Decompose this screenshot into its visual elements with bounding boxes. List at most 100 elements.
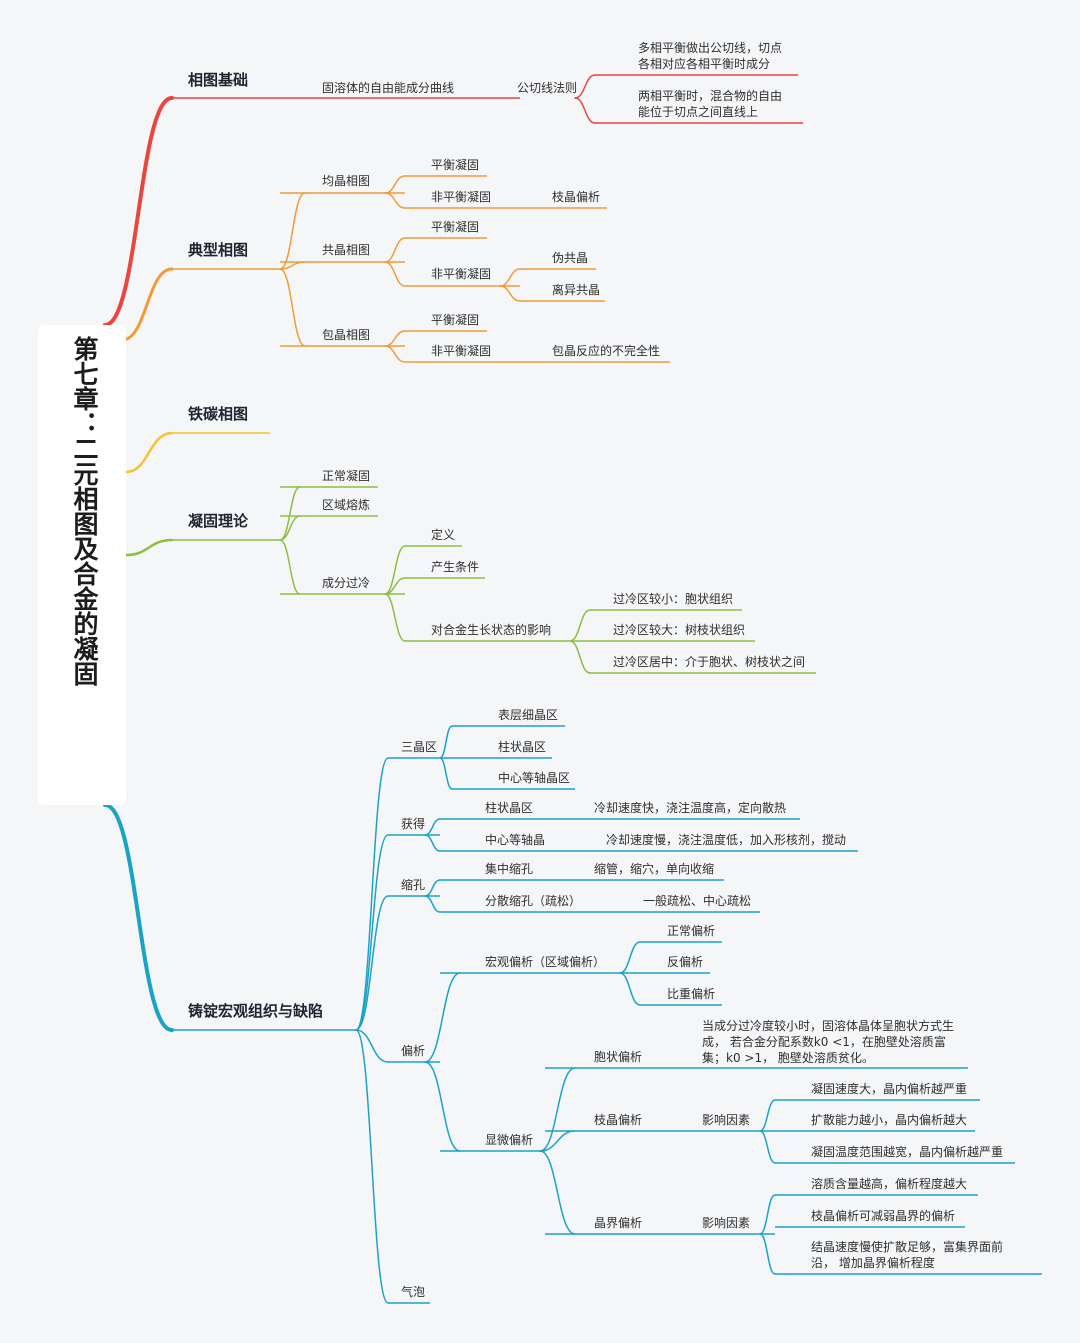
node-b5-4-2-3-1-2[interactable]: 枝晶偏析可减弱晶界的偏析 (811, 1209, 956, 1223)
node-b5-2-1[interactable]: 柱状晶区 (485, 801, 534, 815)
connector-curve-10 (384, 175, 406, 194)
connector-curve-26 (355, 757, 389, 1031)
node-b2-2-2[interactable]: 非平衡凝固 (431, 267, 492, 281)
node-b5-3-1-1[interactable]: 缩管，缩穴，单向收缩 (594, 862, 715, 876)
node-b4-3-2[interactable]: 产生条件 (431, 560, 480, 574)
node-b2-3[interactable]: 包晶相图 (322, 328, 371, 342)
node-b5-4[interactable]: 偏析 (401, 1044, 426, 1058)
connector-curve-17 (384, 345, 406, 363)
connector-curve-3 (124, 538, 174, 557)
connector-curve-9 (279, 268, 306, 347)
connector-curve-0 (103, 96, 174, 327)
node-b4-3-3-2[interactable]: 过冷区较大：树枝状组织 (613, 623, 746, 637)
node-b3[interactable]: 铁碳相图 (188, 405, 249, 423)
connector-curve-15 (499, 285, 521, 302)
node-b5-4-2-2-1-3[interactable]: 凝固温度范围越宽，晶内偏析越严重 (811, 1145, 1004, 1159)
node-b5-3-1[interactable]: 集中缩孔 (485, 862, 534, 876)
connector-curve-28 (355, 895, 389, 1031)
node-b5-4-2-2-1-2[interactable]: 扩散能力越小，晶内偏析越大 (811, 1113, 968, 1127)
node-b5-4-2-3-1[interactable]: 影响因素 (702, 1216, 751, 1230)
node-b2-1-1[interactable]: 平衡凝固 (431, 158, 480, 172)
node-b5-4-2[interactable]: 显微偏析 (485, 1133, 534, 1147)
connector-curve-4 (103, 803, 174, 1032)
node-b2-3-2-1[interactable]: 包晶反应的不完全性 (552, 344, 661, 358)
node-b5-1[interactable]: 三晶区 (401, 740, 438, 754)
node-b5-4-2-2-1-1[interactable]: 凝固速度大，晶内偏析越严重 (811, 1082, 968, 1096)
root-node[interactable] (38, 325, 126, 805)
node-b4-3[interactable]: 成分过冷 (322, 576, 371, 590)
connector-curve-1 (120, 267, 174, 342)
node-b5-1-3[interactable]: 中心等轴晶区 (498, 771, 571, 785)
root-title: 第七章：二元相图及合金的凝固 (70, 336, 99, 686)
node-b5-4-2-1[interactable]: 胞状偏析 (594, 1050, 643, 1064)
connector-curve-25 (569, 640, 591, 674)
node-b5-4-1-3[interactable]: 比重偏析 (667, 987, 716, 1001)
connector-curve-43 (539, 1150, 576, 1235)
connector-curve-44 (759, 1099, 776, 1132)
node-b5-4-1[interactable]: 宏观偏析（区域偏析） (485, 955, 606, 969)
node-b5-2[interactable]: 获得 (401, 817, 426, 831)
connector-curve-41 (539, 1067, 576, 1152)
node-b2-1[interactable]: 均晶相图 (322, 174, 371, 188)
node-b2-2-2-2[interactable]: 离异共晶 (552, 283, 601, 297)
connector-curve-7 (279, 192, 306, 270)
node-b2[interactable]: 典型相图 (188, 241, 249, 259)
node-b1[interactable]: 相图基础 (188, 71, 249, 89)
node-b5-4-2-1-1[interactable]: 当成分过冷度较小时，固溶体晶体呈胞状方式生成， 若合金分配系数k0 <1，在胞壁… (702, 1019, 955, 1065)
node-b2-1-2-1[interactable]: 枝晶偏析 (552, 190, 601, 204)
connector-curve-46 (759, 1194, 776, 1235)
node-b5-1-2[interactable]: 柱状晶区 (498, 740, 547, 754)
node-b5-4-2-3-1-1[interactable]: 溶质含量越高，偏析程度越大 (811, 1177, 968, 1191)
node-b5[interactable]: 铸锭宏观组织与缺陷 (188, 1002, 324, 1020)
connector-curve-47 (759, 1233, 776, 1275)
connector-curve-38 (424, 1061, 461, 1152)
node-b5-4-1-2[interactable]: 反偏析 (667, 955, 704, 969)
node-b4-3-3[interactable]: 对合金生长状态的影响 (431, 623, 552, 637)
node-b1-1-1-2[interactable]: 两相平衡时，混合物的自由能位于切点之间直线上 (638, 89, 783, 119)
node-b5-4-2-2[interactable]: 枝晶偏析 (594, 1113, 643, 1127)
node-b2-2-2-1[interactable]: 伪共晶 (552, 251, 589, 265)
connector-curve-35 (424, 879, 441, 897)
node-b5-3[interactable]: 缩孔 (401, 878, 426, 892)
node-b1-1[interactable]: 固溶体的自由能成分曲线 (322, 81, 455, 95)
node-b4-2[interactable]: 区域熔炼 (322, 498, 371, 512)
connector-curve-12 (384, 237, 406, 263)
node-b5-2-1-1[interactable]: 冷却速度快，浇注温度高，定向散热 (594, 801, 787, 815)
node-b5-4-2-3-1-3[interactable]: 结晶速度慢使扩散足够，富集界面前沿， 增加晶界偏析程度 (811, 1240, 1004, 1270)
connector-curve-13 (384, 261, 406, 287)
connector-curve-32 (439, 757, 453, 790)
connector-curve-37 (424, 972, 461, 1063)
connector-curve-27 (355, 834, 389, 1031)
node-b5-3-2-1[interactable]: 一般疏松、中心疏松 (643, 894, 752, 908)
node-b5-3-2[interactable]: 分散缩孔（疏松） (485, 894, 582, 908)
node-b2-1-2[interactable]: 非平衡凝固 (431, 190, 492, 204)
node-b5-4-2-2-1[interactable]: 影响因素 (702, 1113, 751, 1127)
node-b2-3-2[interactable]: 非平衡凝固 (431, 344, 492, 358)
connector-curve-19 (279, 515, 301, 541)
node-b2-3-1[interactable]: 平衡凝固 (431, 313, 480, 327)
connector-curve-2 (124, 431, 174, 474)
node-b1-1-1[interactable]: 公切线法则 (517, 81, 578, 95)
connector-curve-30 (355, 1029, 389, 1304)
node-b5-1-1[interactable]: 表层细晶区 (498, 708, 559, 722)
connector-curve-5 (574, 74, 596, 99)
node-b1-1-1-1[interactable]: 多相平衡做出公切线，切点各相对应各相平衡时成分 (638, 41, 783, 71)
node-b5-5[interactable]: 气泡 (401, 1285, 426, 1299)
connector-curve-11 (384, 192, 406, 209)
connector-curve-23 (384, 593, 406, 642)
node-b5-4-2-3[interactable]: 晶界偏析 (594, 1216, 643, 1230)
node-b5-2-2-1[interactable]: 冷却速度慢，浇注温度低，加入形核剂，搅动 (606, 833, 847, 847)
node-b5-2-2[interactable]: 中心等轴晶 (485, 833, 546, 847)
node-b4[interactable]: 凝固理论 (188, 512, 249, 530)
node-b4-1[interactable]: 正常凝固 (322, 469, 371, 483)
node-b4-3-3-3[interactable]: 过冷区居中：介于胞状、树枝状之间 (613, 655, 806, 669)
node-b2-2[interactable]: 共晶相图 (322, 243, 371, 257)
node-b5-4-1-1[interactable]: 正常偏析 (667, 924, 716, 938)
node-b2-2-1[interactable]: 平衡凝固 (431, 220, 480, 234)
node-b4-3-3-1[interactable]: 过冷区较小：胞状组织 (613, 592, 734, 606)
connector-curve-21 (384, 545, 406, 595)
node-b4-3-1[interactable]: 定义 (431, 528, 456, 542)
connector-curve-39 (619, 941, 641, 974)
connector-curve-36 (424, 895, 441, 913)
